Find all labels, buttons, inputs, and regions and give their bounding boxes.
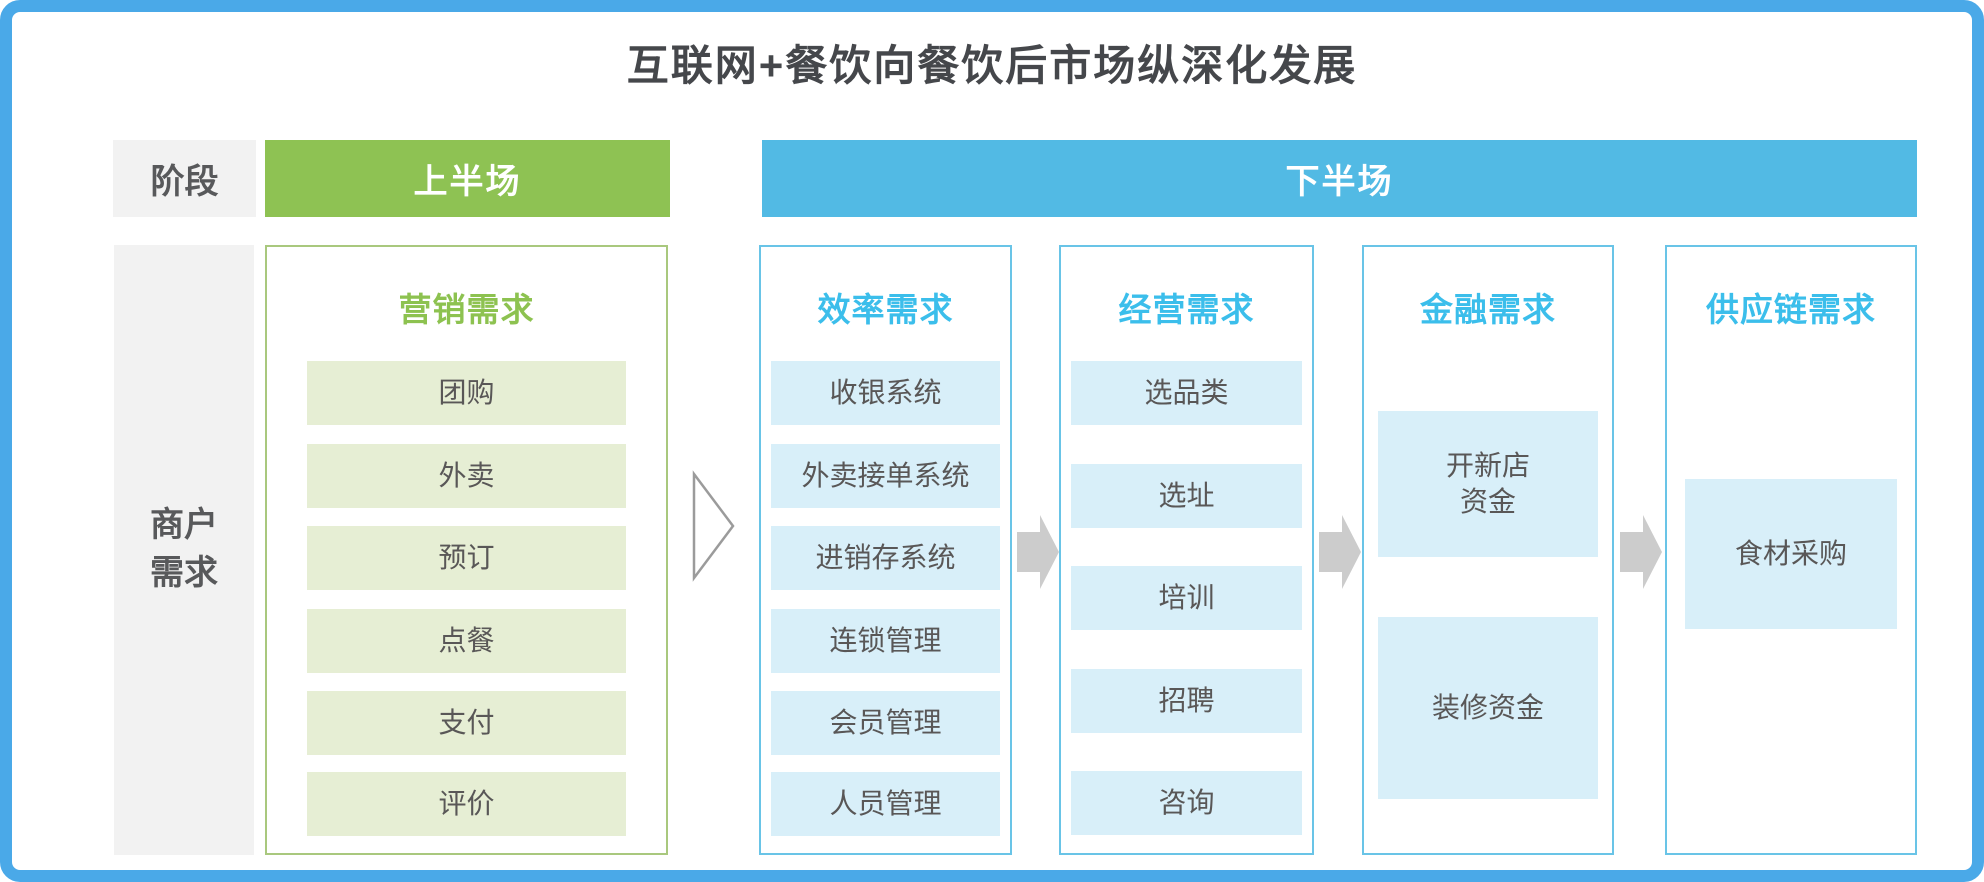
right-arrow-icon <box>1017 515 1059 589</box>
column-header-supply-chain: 供应链需求 <box>1706 291 1876 328</box>
demand-item: 选址 <box>1071 464 1302 528</box>
demand-item: 食材采购 <box>1685 479 1897 629</box>
demand-item: 点餐 <box>307 609 626 673</box>
second-half-header: 下半场 <box>762 140 1917 217</box>
demand-item: 会员管理 <box>771 691 1000 755</box>
column-header-finance: 金融需求 <box>1420 291 1556 328</box>
demand-item: 评价 <box>307 772 626 836</box>
first-half-header: 上半场 <box>265 140 670 217</box>
right-arrow-icon <box>1319 515 1361 589</box>
column-supply-chain: 供应链需求食材采购 <box>1665 245 1917 855</box>
column-finance: 金融需求开新店 资金装修资金 <box>1362 245 1614 855</box>
right-arrow-icon <box>1620 515 1662 589</box>
demand-item: 人员管理 <box>771 772 1000 836</box>
demand-item: 收银系统 <box>771 361 1000 425</box>
demand-item: 招聘 <box>1071 669 1302 733</box>
column-header-operation: 经营需求 <box>1118 291 1255 328</box>
stage-label: 阶段 <box>113 140 256 217</box>
page-title: 互联网+餐饮向餐饮后市场纵深化发展 <box>626 42 1358 89</box>
merchant-demand-label: 商户 需求 <box>114 245 254 855</box>
demand-item: 选品类 <box>1071 361 1302 425</box>
column-header-efficiency: 效率需求 <box>817 291 954 328</box>
column-header-marketing: 营销需求 <box>398 291 535 328</box>
demand-item: 开新店 资金 <box>1378 411 1598 557</box>
column-efficiency: 效率需求收银系统外卖接单系统进销存系统连锁管理会员管理人员管理 <box>759 245 1012 855</box>
column-marketing: 营销需求团购外卖预订点餐支付评价 <box>265 245 668 855</box>
demand-item: 进销存系统 <box>771 526 1000 590</box>
column-operation: 经营需求选品类选址培训招聘咨询 <box>1059 245 1314 855</box>
demand-item: 团购 <box>307 361 626 425</box>
demand-item: 培训 <box>1071 566 1302 630</box>
demand-item: 连锁管理 <box>771 609 1000 673</box>
demand-item: 预订 <box>307 526 626 590</box>
demand-item: 支付 <box>307 691 626 755</box>
demand-item: 外卖 <box>307 444 626 508</box>
hollow-right-triangle-icon <box>692 470 735 582</box>
demand-item: 咨询 <box>1071 771 1302 835</box>
demand-item: 装修资金 <box>1378 617 1598 799</box>
demand-item: 外卖接单系统 <box>771 444 1000 508</box>
